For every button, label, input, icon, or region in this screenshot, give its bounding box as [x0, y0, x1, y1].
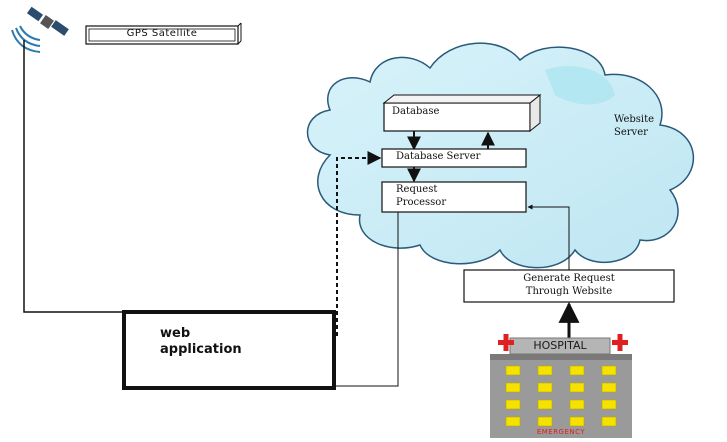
hospital-windows	[505, 365, 617, 427]
website-server-label-line2: Server	[614, 127, 648, 138]
web-application-label-line2: application	[160, 342, 242, 357]
emergency-label: EMERGENCY	[536, 428, 586, 436]
database-server-label: Database Server	[396, 151, 481, 162]
satellite-link-line	[23, 40, 124, 313]
generate-request-label-line1: Generate Request	[523, 273, 615, 284]
web-application-label-line1: web	[160, 326, 191, 341]
request-processor-box	[381, 181, 527, 213]
hospital-building	[490, 334, 632, 438]
gps-satellite-box	[85, 22, 242, 45]
request-processor-label-line2: Processor	[396, 197, 447, 208]
gps-satellite-label: GPS Satellite	[126, 28, 198, 39]
dashed-link-web-to-server	[336, 151, 382, 336]
request-processor-label-line1: Request	[396, 184, 438, 195]
database-server-box	[381, 148, 527, 168]
processor-to-web-line	[335, 212, 399, 387]
hospital-sign-label: HOSPITAL	[533, 339, 587, 352]
hospital-cross-icon	[498, 334, 628, 351]
generate-request-label-line2: Through Website	[525, 286, 613, 297]
request-to-processor-line	[527, 204, 570, 270]
website-server-label-line1: Website	[614, 114, 655, 125]
web-application-box	[122, 310, 336, 390]
database-box	[382, 93, 542, 133]
database-label: Database	[392, 106, 440, 117]
satellite-icon	[11, 6, 69, 53]
